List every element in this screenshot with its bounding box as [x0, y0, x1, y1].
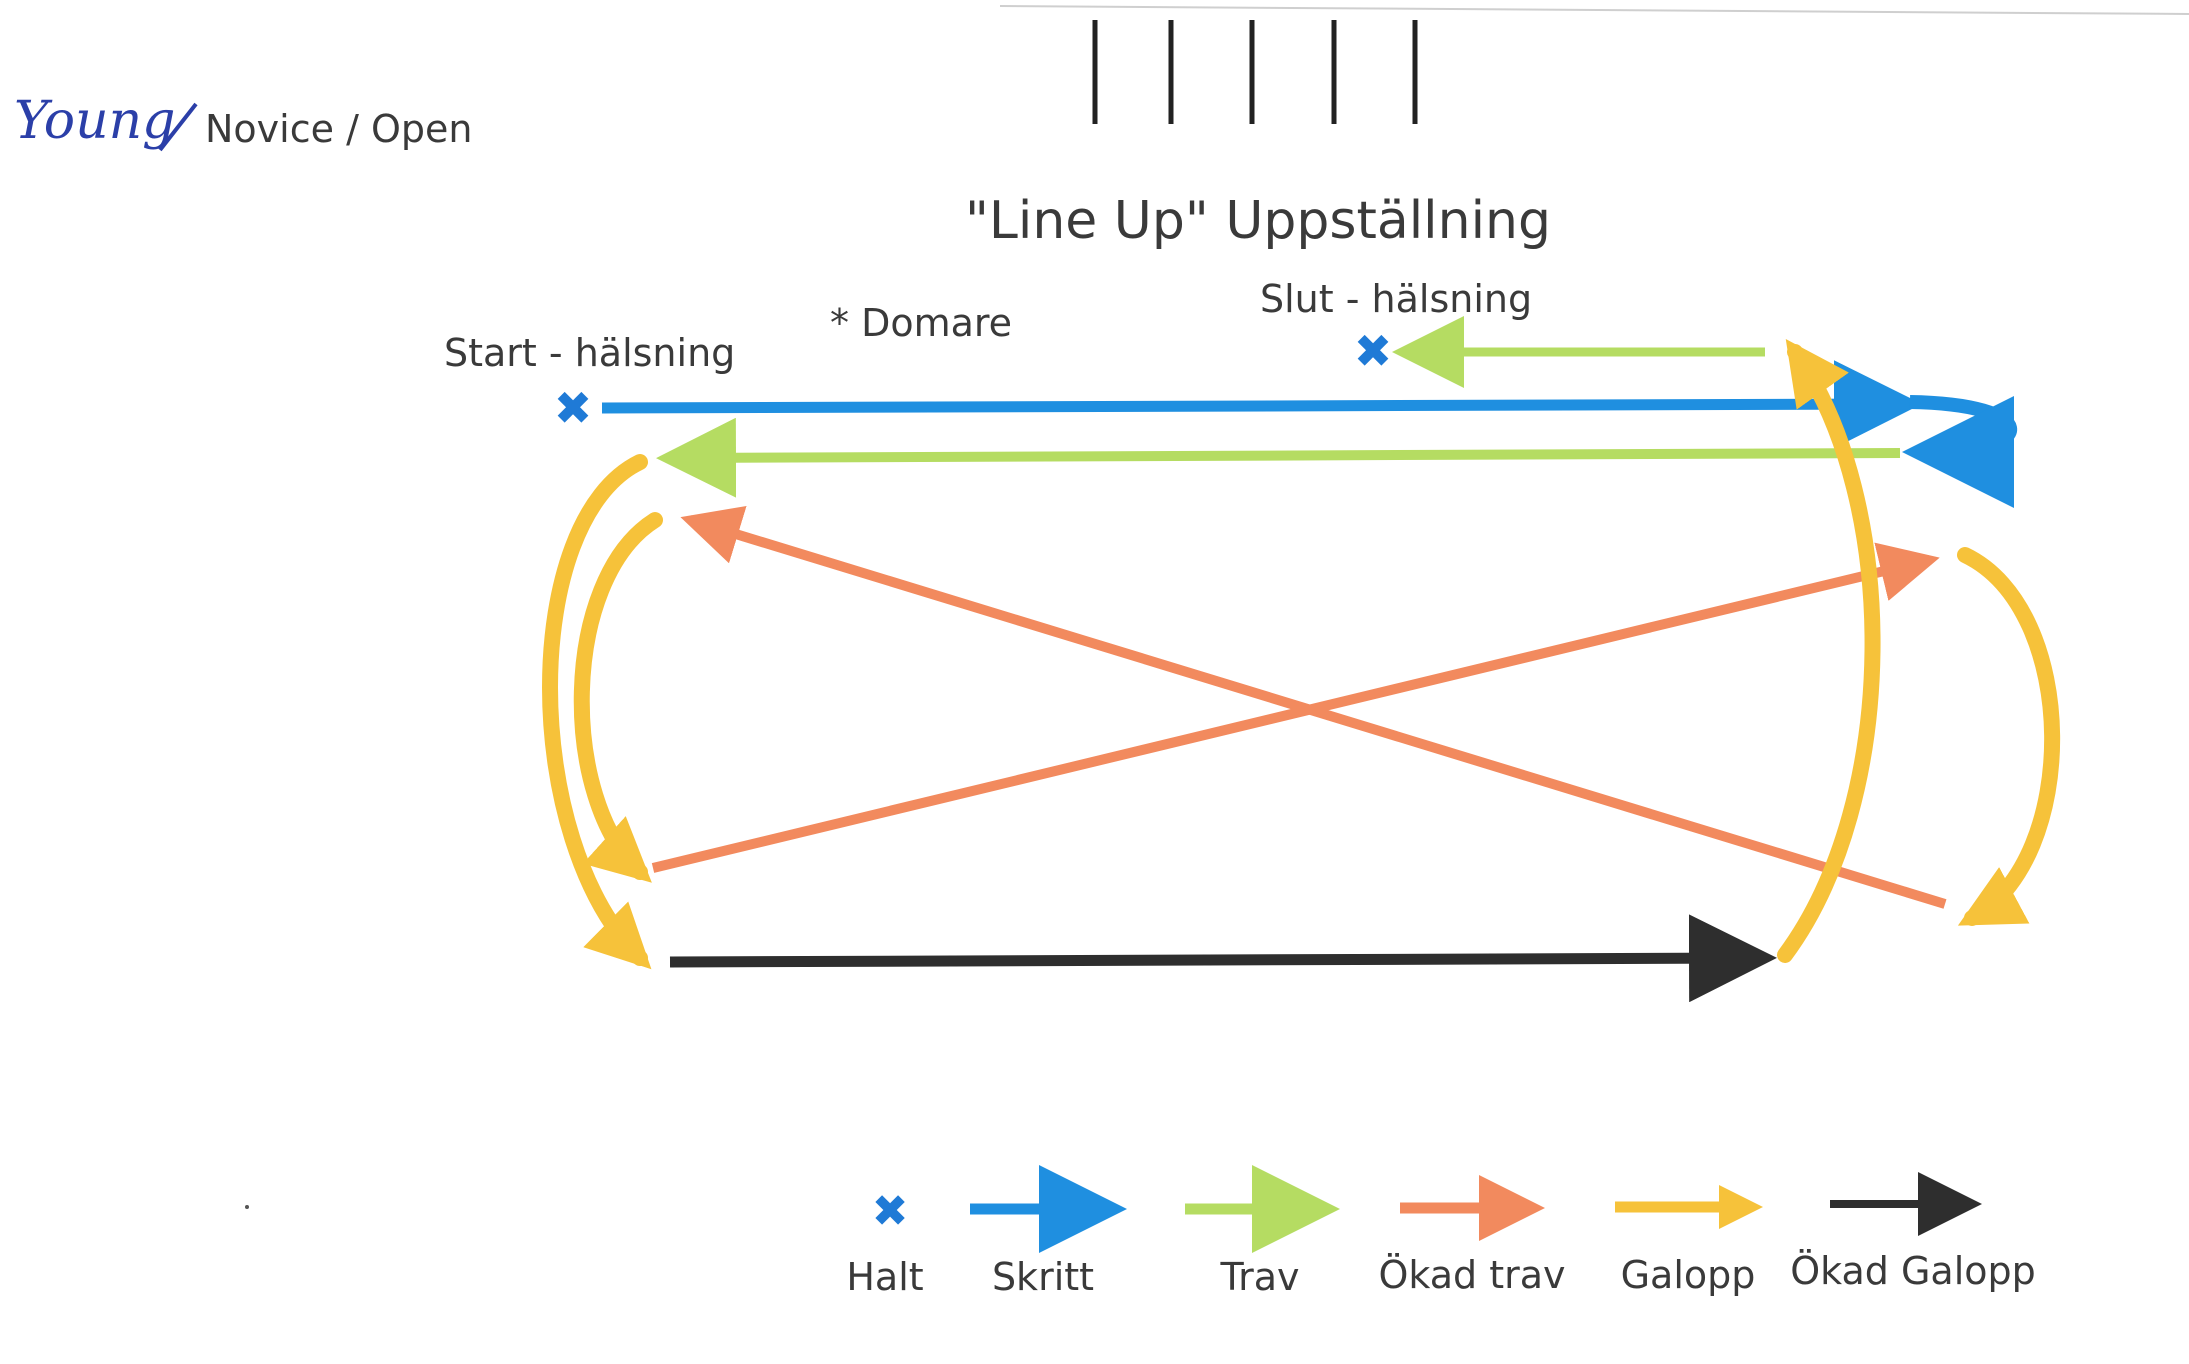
legend-label-galopp: Galopp: [1621, 1253, 1756, 1297]
legend-label-skritt: Skritt: [992, 1255, 1094, 1299]
okad-trav-diagonal-2: [651, 542, 1940, 873]
okad-galopp-arrow: [669, 914, 1777, 1003]
legend-label-trav: Trav: [1219, 1255, 1299, 1299]
handwritten-young: Young: [14, 91, 175, 151]
handwritten-slash: [158, 102, 198, 152]
tally-marks: [1092, 20, 1418, 124]
skritt-turn-arrow: [1902, 395, 2017, 508]
trav-arrow-return: [656, 417, 1901, 498]
judge-label: * Domare: [830, 301, 1012, 345]
page-edge-line: [999, 5, 2189, 15]
galopp-curve-left-outer: [542, 454, 652, 970]
legend-label-okad-galopp: Ökad Galopp: [1790, 1249, 2036, 1293]
galopp-curve-right-small: [1957, 547, 2061, 926]
legend: ✖ Halt Skritt Trav Ökad trav Galopp Ökad…: [846, 1165, 2036, 1299]
start-label: Start - hälsning: [444, 331, 735, 375]
galopp-curve-right-big: [1777, 338, 1881, 963]
legend-halt-icon: ✖: [872, 1186, 909, 1237]
end-label: Slut - hälsning: [1260, 277, 1532, 321]
category-label: Novice / Open: [205, 107, 472, 151]
legend-label-okad-trav: Ökad trav: [1378, 1253, 1565, 1297]
skritt-arrow: [601, 360, 1922, 449]
galopp-curve-left-inner: [573, 512, 663, 883]
end-halt-icon: ✖: [1354, 324, 1393, 378]
start-halt-icon: ✖: [554, 381, 593, 435]
scan-speck: [245, 1205, 249, 1209]
diagram-title: "Line Up" Uppställning: [965, 191, 1551, 251]
legend-label-halt: Halt: [846, 1255, 923, 1299]
